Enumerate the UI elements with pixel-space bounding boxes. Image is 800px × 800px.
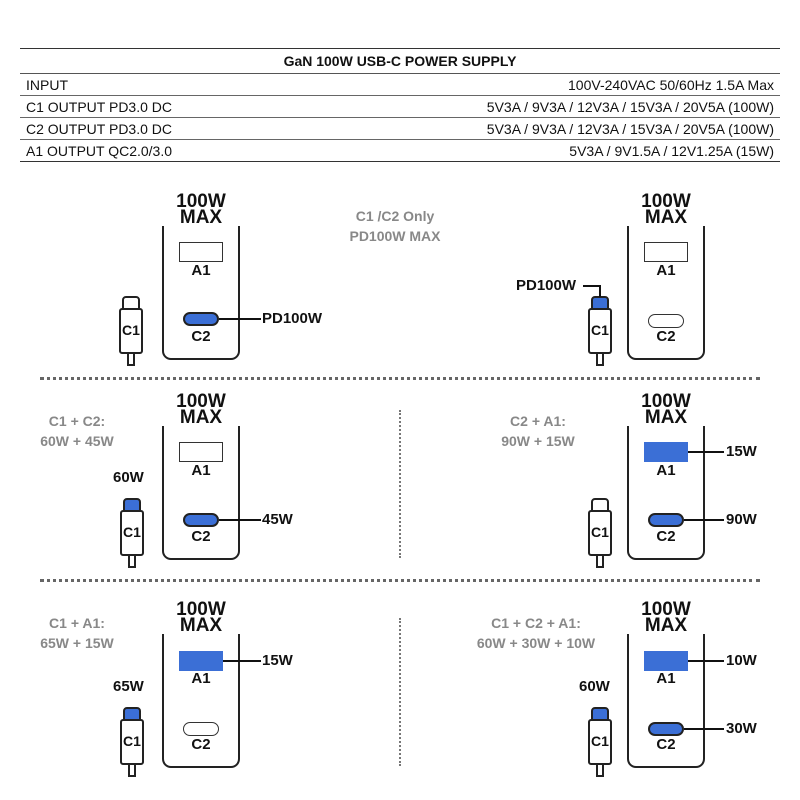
port-a1	[644, 242, 688, 262]
c1-cable: C1	[588, 719, 612, 765]
port-c2	[648, 722, 684, 736]
section-divider	[40, 377, 760, 380]
port-c2-label: C2	[656, 736, 676, 753]
row-value: 5V3A / 9V3A / 12V3A / 15V3A / 20V5A (100…	[282, 95, 780, 118]
caption-c1-c2-only: C1 /C2 Only PD100W MAX	[349, 208, 441, 244]
port-c2	[183, 722, 219, 736]
cable-tail	[128, 554, 136, 568]
cable-tail	[596, 554, 604, 568]
c1-wattage: 60W	[579, 678, 610, 695]
port-c2-label: C2	[656, 528, 676, 545]
charger-body	[162, 206, 240, 360]
callout-line	[684, 728, 724, 730]
c1-wattage: 60W	[113, 469, 144, 486]
row-value: 5V3A / 9V3A / 12V3A / 15V3A / 20V5A (100…	[282, 117, 780, 140]
port-c2	[648, 314, 684, 328]
port-a1	[644, 651, 688, 671]
port-a1	[179, 242, 223, 262]
row-label: C1 OUTPUT PD3.0 DC	[20, 95, 283, 118]
port-a1-label: A1	[656, 462, 676, 479]
callout-line	[599, 285, 601, 297]
charger-body	[162, 614, 240, 768]
c1-cable: C1	[120, 719, 144, 765]
c1-cable: C1	[119, 308, 143, 354]
c2-wattage: 45W	[262, 511, 293, 528]
port-c2	[183, 513, 219, 527]
port-c2	[183, 312, 219, 326]
port-a1	[179, 651, 223, 671]
c2-wattage: 30W	[726, 720, 757, 737]
port-a1-label: A1	[191, 670, 211, 687]
c1-cable: C1	[588, 510, 612, 556]
port-a1	[644, 442, 688, 462]
cable-tail	[596, 352, 604, 366]
a1-wattage: 15W	[726, 443, 757, 460]
caption: C1 + C2:60W + 45W	[40, 413, 114, 449]
c2-wattage: 90W	[726, 511, 757, 528]
caption: C1 + C2 + A1:60W + 30W + 10W	[476, 615, 596, 651]
port-a1-label: A1	[656, 670, 676, 687]
caption: C2 + A1:90W + 15W	[501, 413, 575, 449]
port-c2	[648, 513, 684, 527]
c1-wattage: PD100W	[516, 277, 577, 294]
callout-line	[688, 451, 724, 453]
row-label: INPUT	[20, 73, 283, 96]
callout-line	[684, 519, 724, 521]
port-c2-label: C2	[656, 328, 676, 345]
cable-tail	[128, 763, 136, 777]
caption: C1 + A1:65W + 15W	[40, 615, 114, 651]
column-divider	[399, 618, 401, 766]
cable-tail	[596, 763, 604, 777]
callout-line	[219, 318, 261, 320]
charger-body	[627, 614, 705, 768]
c2-wattage: PD100W	[262, 310, 323, 327]
callout-line	[223, 660, 261, 662]
c1-cable: C1	[120, 510, 144, 556]
column-divider	[399, 410, 401, 558]
row-value: 5V3A / 9V1.5A / 12V1.25A (15W)	[282, 139, 780, 162]
port-a1-label: A1	[656, 262, 676, 279]
row-value: 100V-240VAC 50/60Hz 1.5A Max	[282, 73, 780, 96]
port-a1-label: A1	[191, 462, 211, 479]
a1-wattage: 10W	[726, 652, 757, 669]
row-label: C2 OUTPUT PD3.0 DC	[20, 117, 283, 140]
port-c2-label: C2	[191, 528, 211, 545]
port-a1-label: A1	[191, 262, 211, 279]
row-label: A1 OUTPUT QC2.0/3.0	[20, 139, 283, 162]
a1-wattage: 15W	[262, 652, 293, 669]
cable-tail	[127, 352, 135, 366]
port-a1	[179, 442, 223, 462]
spec-title: GaN 100W USB-C POWER SUPPLY	[20, 48, 780, 74]
callout-line	[583, 285, 601, 287]
c1-wattage: 65W	[113, 678, 144, 695]
port-c2-label: C2	[191, 736, 211, 753]
port-c2-label: C2	[191, 328, 211, 345]
charger-body	[627, 406, 705, 560]
callout-line	[219, 519, 261, 521]
c1-cable: C1	[588, 308, 612, 354]
callout-line	[688, 660, 724, 662]
section-divider	[40, 579, 760, 582]
